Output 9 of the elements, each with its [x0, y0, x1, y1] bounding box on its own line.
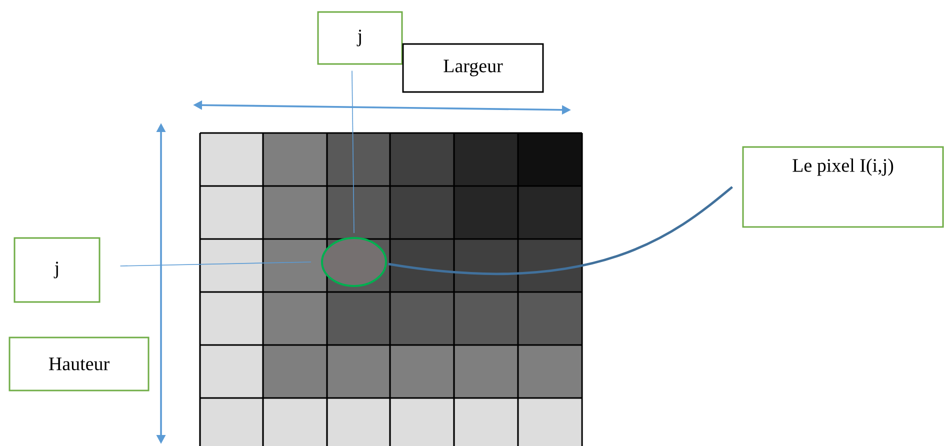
pixel-ellipse: [321, 237, 387, 287]
leader-line: [120, 262, 312, 266]
label-box: Le pixel I(i,j): [742, 146, 944, 228]
label-box: j: [14, 237, 100, 303]
leader-line: [352, 70, 354, 234]
label-box: Hauteur: [8, 336, 150, 392]
leader-line: [388, 186, 734, 275]
label-box: j: [317, 11, 403, 65]
label-box: Largeur: [402, 43, 544, 93]
